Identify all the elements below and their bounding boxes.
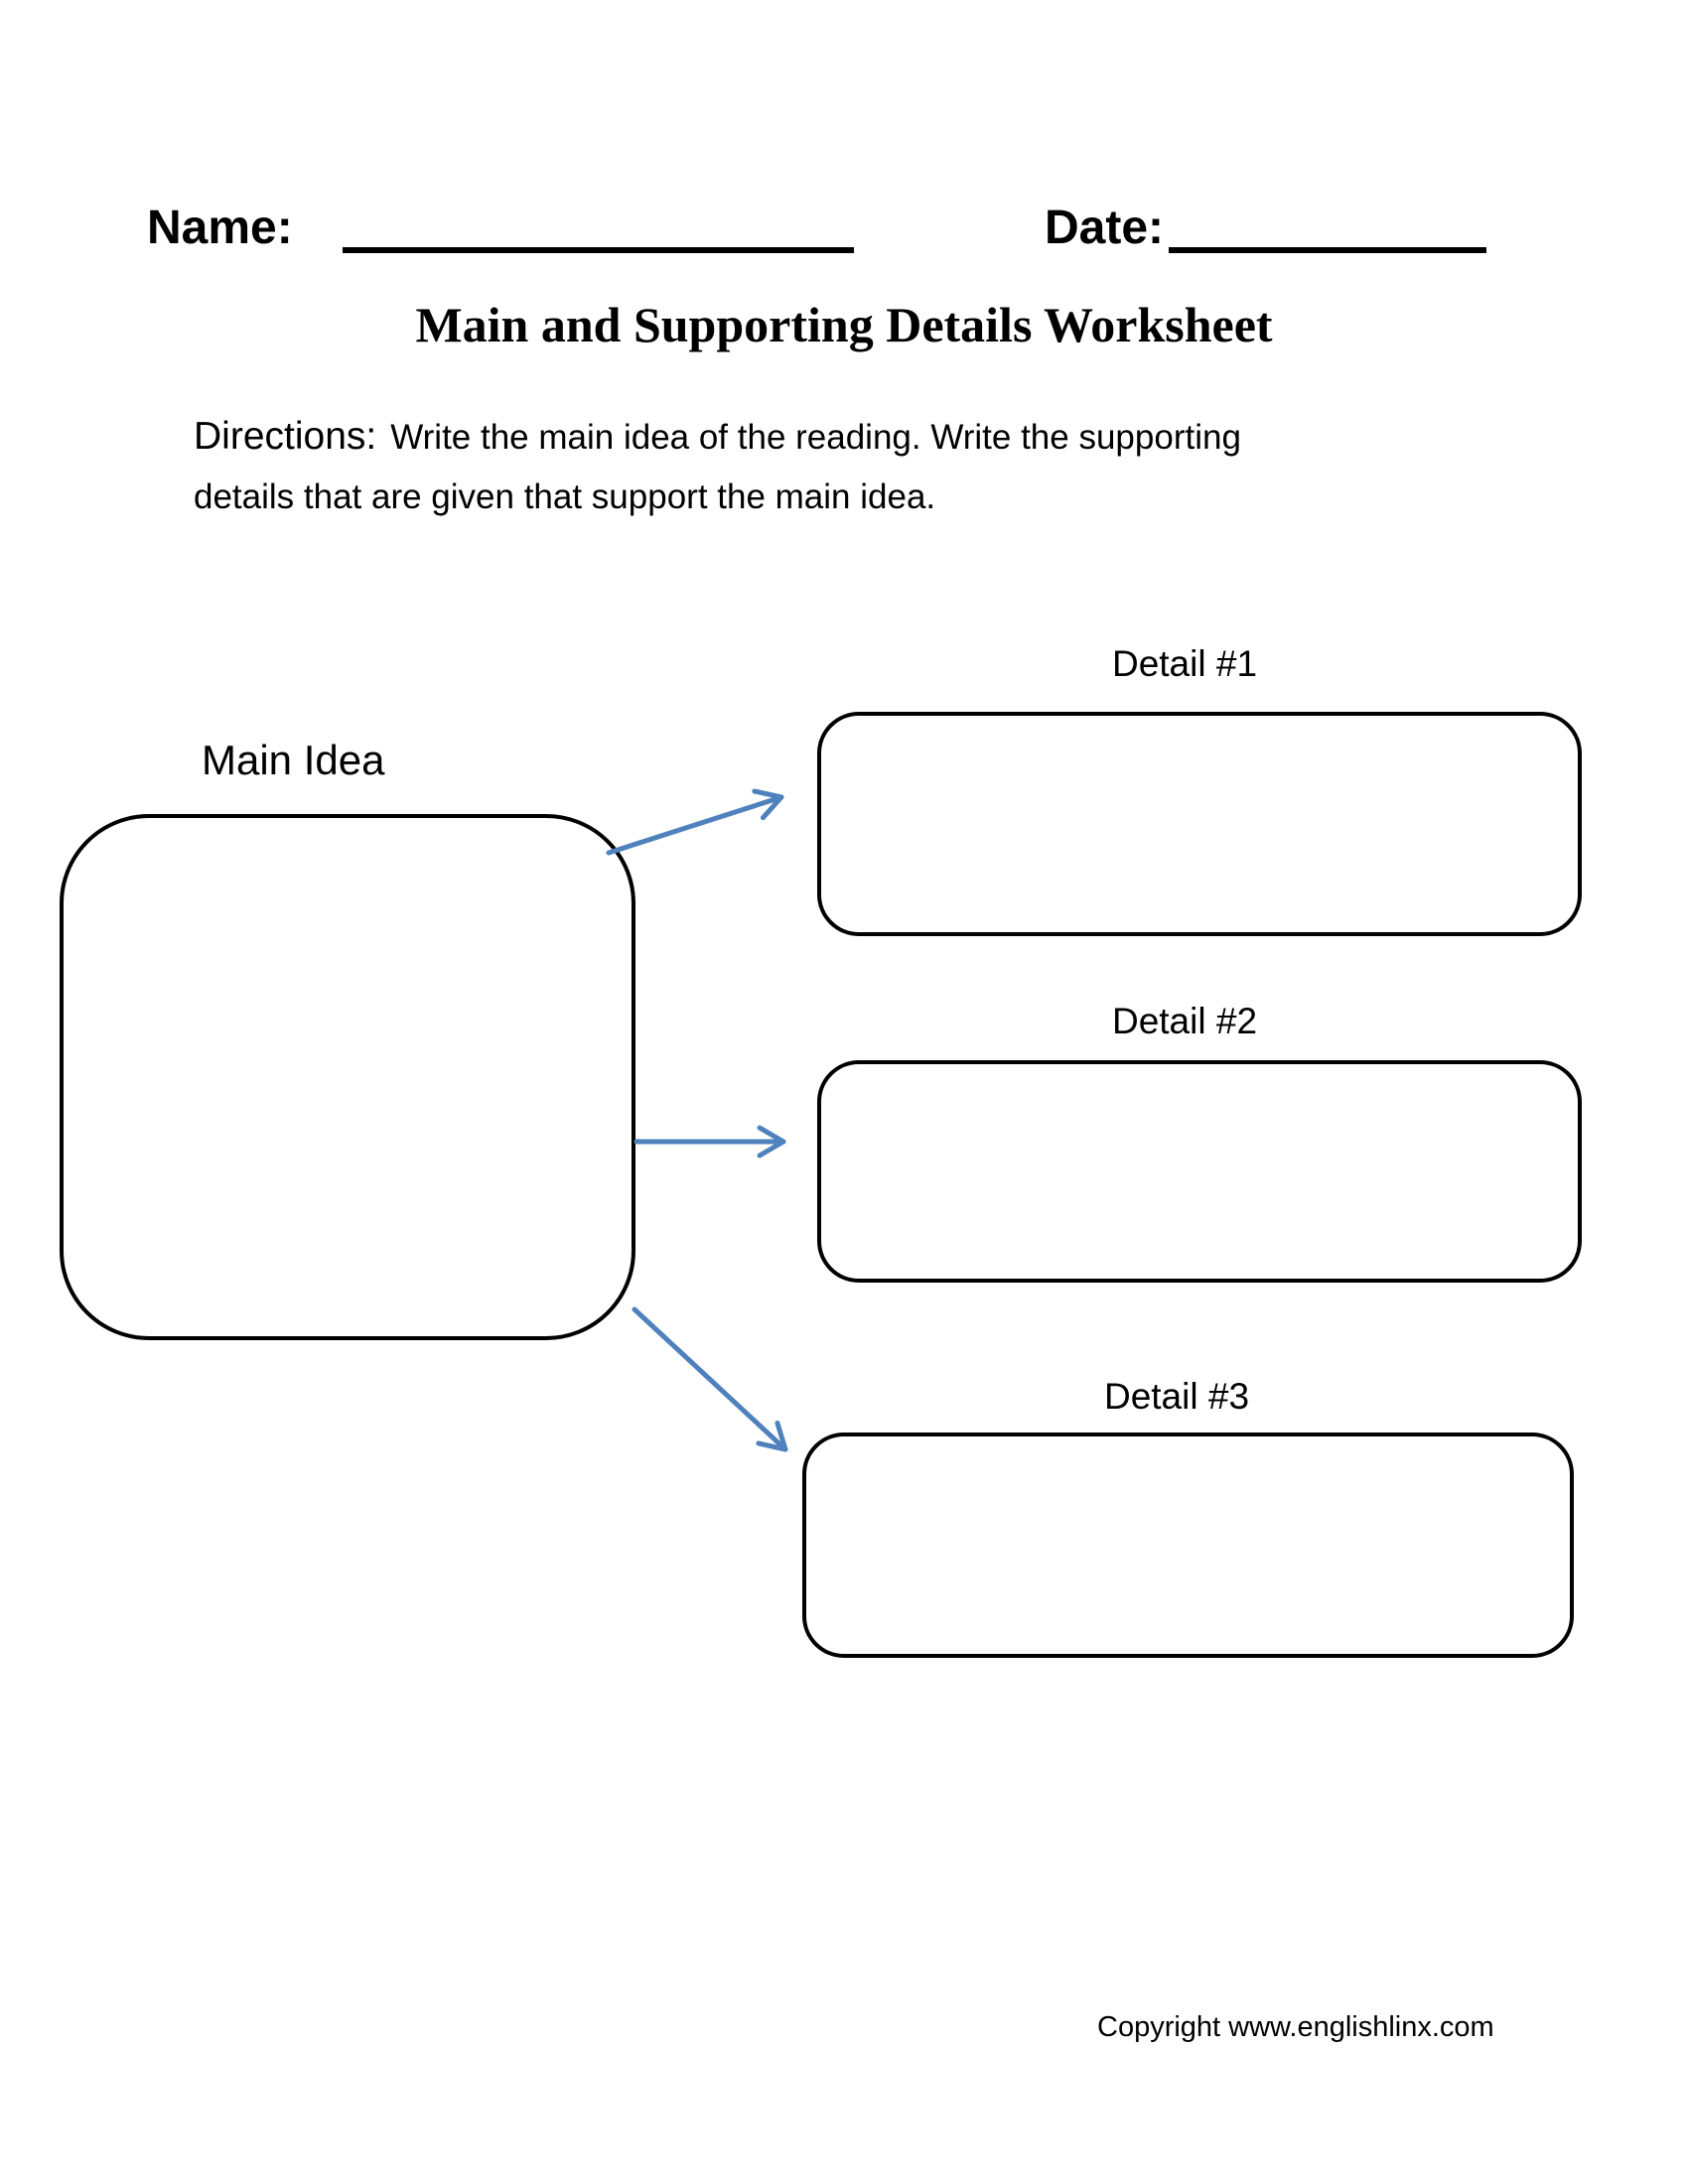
- detail-3-box: [802, 1433, 1574, 1658]
- copyright-text: Copyright www.englishlinx.com: [1097, 2011, 1494, 2043]
- detail-2-box: [817, 1060, 1582, 1283]
- name-label: Name:: [147, 202, 293, 254]
- main-idea-label: Main Idea: [202, 737, 385, 783]
- date-blank-line: [1169, 247, 1486, 253]
- detail-1-label: Detail #1: [1111, 643, 1258, 684]
- date-label: Date:: [1045, 202, 1165, 254]
- arrow-to-detail-3: [632, 1306, 788, 1452]
- arrow-to-detail-1: [606, 788, 784, 856]
- detail-1-box: [817, 712, 1582, 936]
- detail-2-label: Detail #2: [1111, 1001, 1258, 1041]
- directions-text-1: Write the main idea of the reading. Writ…: [390, 418, 1241, 457]
- name-blank-line: [343, 247, 854, 253]
- directions-line-2: details that are given that support the …: [194, 478, 936, 516]
- detail-3-label: Detail #3: [1103, 1376, 1250, 1417]
- directions-line-1: Directions: Write the main idea of the re…: [194, 417, 1241, 456]
- directions-label: Directions:: [194, 415, 377, 458]
- page-title: Main and Supporting Details Worksheet: [415, 297, 1273, 352]
- main-idea-box: [60, 814, 635, 1340]
